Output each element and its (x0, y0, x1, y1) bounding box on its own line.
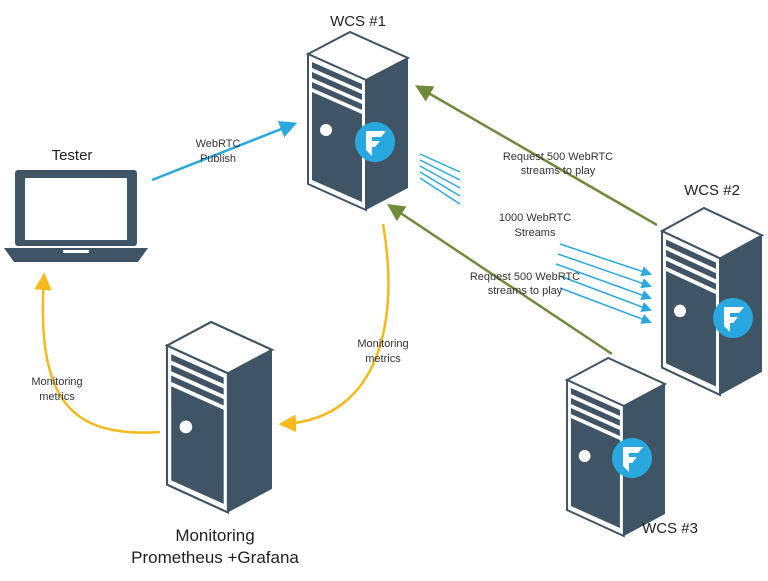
publish-label-line2: Publish (200, 153, 236, 165)
request-wcs3-label-line2: streams to play (488, 285, 563, 297)
flashphoner-logo-icon (355, 122, 395, 162)
publish-label-line1: WebRTC (196, 138, 241, 150)
request-wcs2-label-line1: Request 500 WebRTC (503, 151, 613, 163)
request-arrow-wcs2 (414, 85, 658, 227)
laptop-icon (4, 170, 148, 262)
tester-label: Tester (52, 147, 93, 164)
wcs1-server-icon (307, 31, 409, 211)
flashphoner-logo-icon (713, 298, 753, 338)
request-wcs3-label-line1: Request 500 WebRTC (470, 271, 580, 283)
monitoring-label: Monitoring (175, 526, 254, 545)
wcs3-server-icon (566, 357, 666, 537)
wcs2-server-icon (660, 206, 764, 396)
flashphoner-logo-icon (612, 438, 652, 478)
stream-arrows (419, 153, 652, 324)
metrics-arrow-wcs1 (278, 223, 390, 433)
publish-arrow (151, 120, 298, 182)
request-wcs2-label-line2: streams to play (521, 165, 596, 177)
metrics-tester-label-line2: metrics (39, 391, 75, 403)
wcs1-label: WCS #1 (330, 13, 386, 30)
metrics-tester-label-line1: Monitoring (31, 376, 82, 388)
request-arrow-wcs3 (387, 204, 613, 356)
wcs3-label: WCS #3 (642, 520, 698, 537)
metrics-arrow-tester (34, 272, 161, 434)
metrics-wcs1-label-line1: Monitoring (357, 338, 408, 350)
metrics-wcs1-label-line2: metrics (365, 353, 401, 365)
wcs2-label: WCS #2 (684, 182, 740, 199)
monitoring-stack-label: Prometheus +Grafana (131, 548, 299, 567)
monitoring-server-icon (165, 320, 274, 514)
streams-label-line2: Streams (515, 227, 556, 239)
streams-label-line1: 1000 WebRTC (499, 212, 571, 224)
